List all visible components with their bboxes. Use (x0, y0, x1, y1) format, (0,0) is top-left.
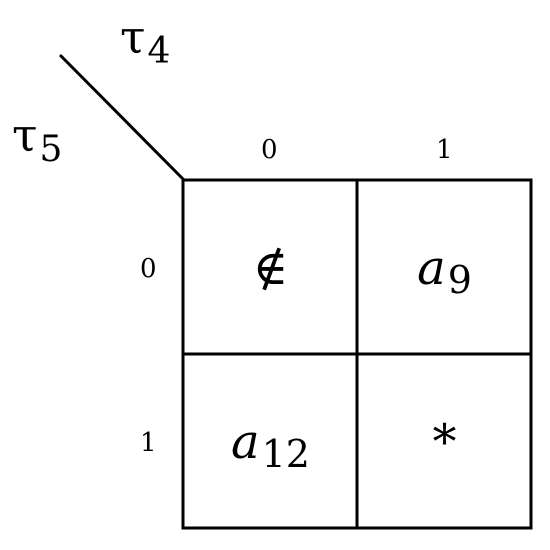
column-variable-symbol: τ (120, 10, 146, 64)
row-variable-label: τ5 (12, 112, 62, 168)
cell-r0-c0: ∉ (184, 181, 357, 354)
cell-r1-c1-symbol: * (432, 413, 457, 470)
cell-r0-c1-subscript: 9 (447, 257, 472, 302)
column-variable-subscript: 4 (147, 31, 171, 72)
cell-r1-c0-var: a (231, 413, 260, 470)
cell-r1-c1: * (358, 355, 531, 528)
row-header-0: 0 (140, 254, 157, 284)
row-header-1: 1 (140, 428, 157, 458)
column-header-1: 1 (436, 135, 453, 165)
cell-r1-c0-subscript: 12 (261, 431, 310, 476)
corner-diagonal-line (58, 53, 186, 182)
column-variable-label: τ4 (120, 14, 170, 70)
row-variable-symbol: τ (12, 108, 38, 162)
column-header-0: 0 (261, 135, 278, 165)
row-variable-subscript: 5 (39, 129, 63, 170)
cell-r0-c1-var: a (417, 239, 446, 296)
cell-r0-c0-symbol: ∉ (252, 239, 289, 296)
